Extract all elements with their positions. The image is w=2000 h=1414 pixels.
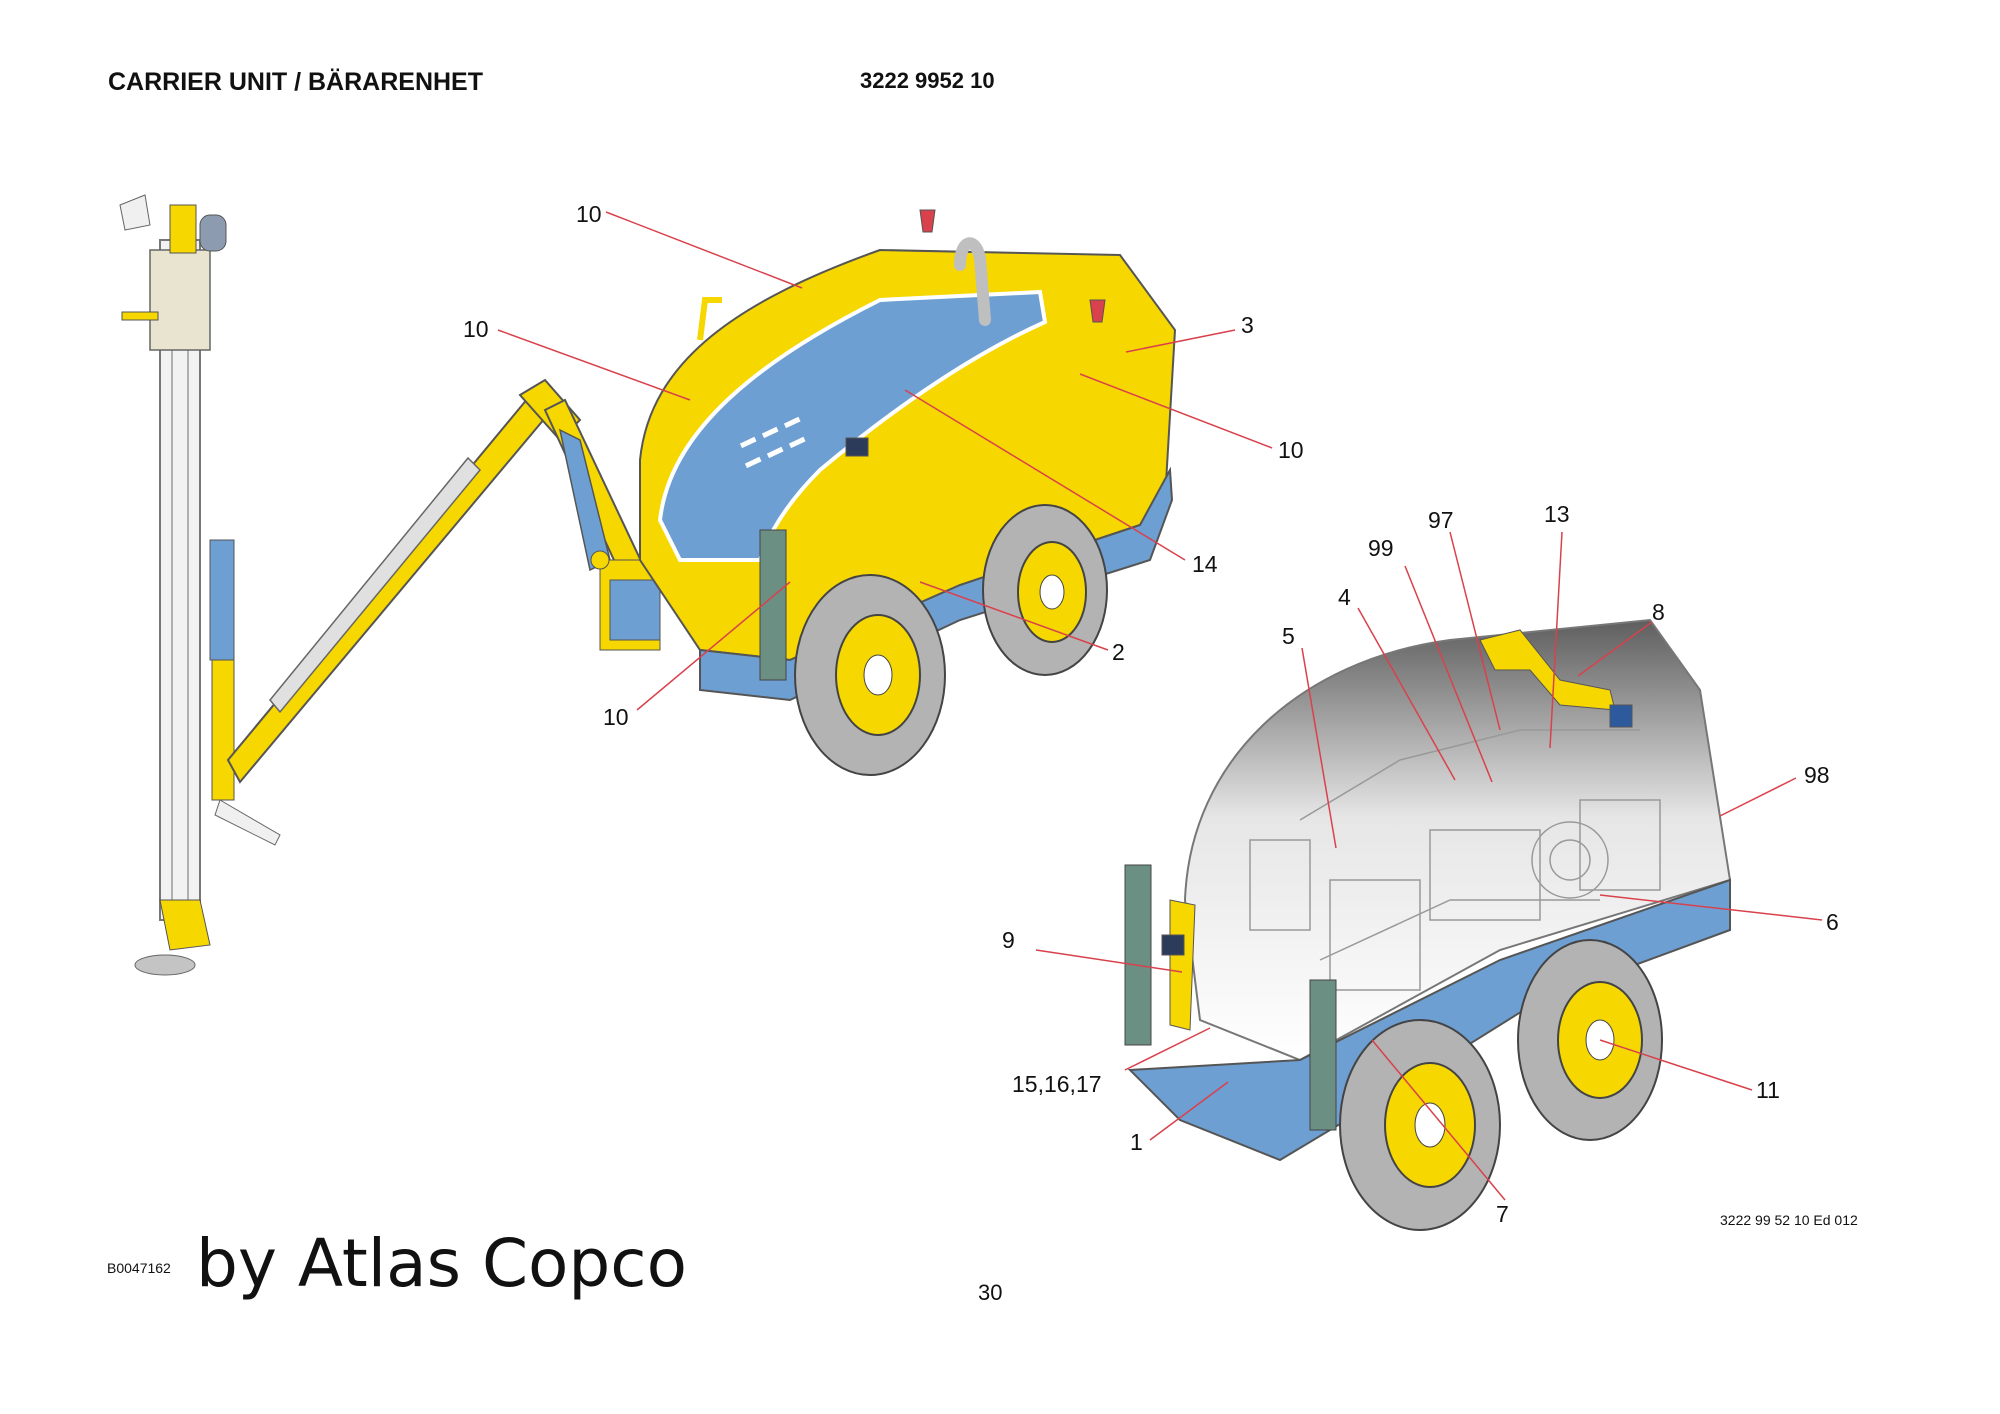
callout-1: 1 xyxy=(1130,1129,1143,1155)
edition-label: 3222 99 52 10 Ed 012 xyxy=(1720,1212,1858,1228)
callout-7: 7 xyxy=(1496,1201,1509,1227)
callout-8: 8 xyxy=(1652,599,1665,625)
feed-beam xyxy=(119,194,281,976)
callout-11: 11 xyxy=(1756,1077,1780,1103)
callout-4: 4 xyxy=(1338,584,1351,610)
callout-13: 13 xyxy=(1544,501,1570,527)
watermark: by Atlas Copco xyxy=(196,1225,687,1302)
callout-97: 97 xyxy=(1428,507,1454,533)
page-title: CARRIER UNIT / BÄRARENHET xyxy=(108,68,483,96)
carrier-unit-top xyxy=(639,209,1177,776)
callout-labels: 10 10 3 10 14 2 10 97 13 99 4 5 8 98 6 9… xyxy=(463,201,1839,1227)
callout-5: 5 xyxy=(1282,623,1295,649)
callout-6: 6 xyxy=(1826,909,1839,935)
callout-2: 2 xyxy=(1112,639,1125,665)
boom-arm xyxy=(226,378,661,784)
callout-leaders xyxy=(497,211,1823,1201)
callout-10: 10 xyxy=(603,704,629,730)
callout-99: 99 xyxy=(1368,535,1394,561)
callout-10: 10 xyxy=(463,316,489,342)
callout-9: 9 xyxy=(1002,927,1015,953)
callout-10: 10 xyxy=(1278,437,1304,463)
part-number: 3222 9952 10 xyxy=(860,68,995,93)
image-id: B0047162 xyxy=(107,1260,171,1276)
callout-10: 10 xyxy=(576,201,602,227)
callout-98: 98 xyxy=(1804,762,1830,788)
callout-15-16-17: 15,16,17 xyxy=(1012,1071,1102,1097)
carrier-unit-cutaway xyxy=(1124,618,1732,1231)
callout-3: 3 xyxy=(1241,312,1254,338)
callout-14: 14 xyxy=(1192,551,1218,577)
page-number: 30 xyxy=(978,1280,1003,1305)
